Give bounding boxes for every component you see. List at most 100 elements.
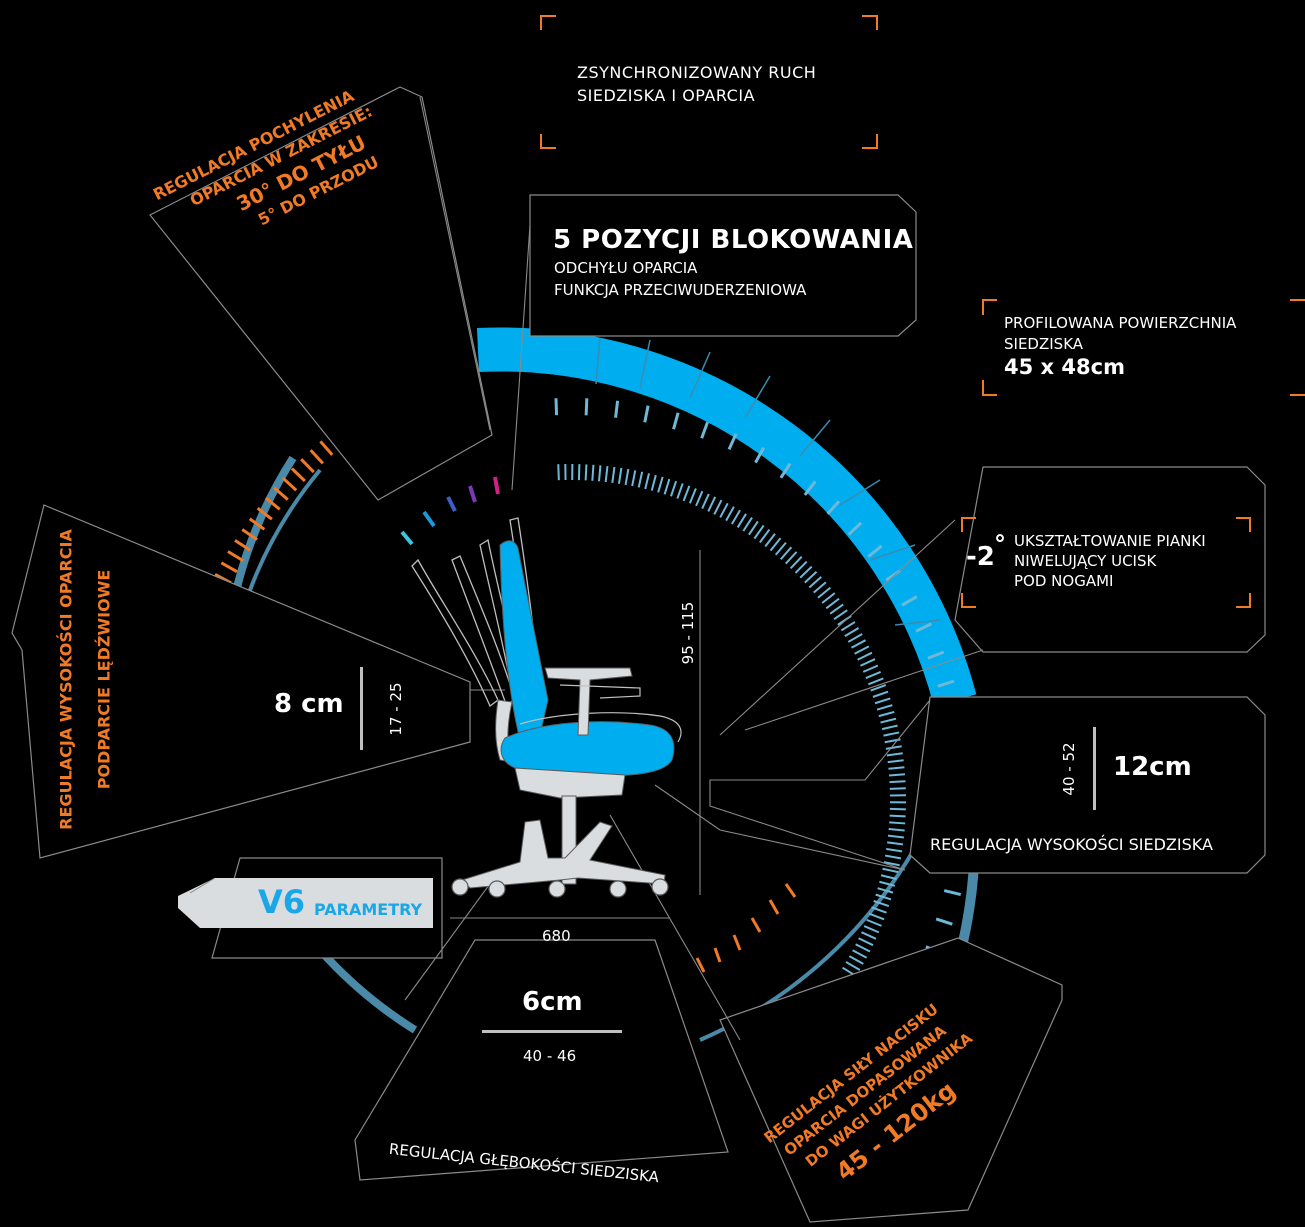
seat-surface-line1: PROFILOWANA POWIERZCHNIA	[1004, 314, 1236, 332]
inner-dash-tick	[558, 464, 559, 480]
tension-tick	[752, 918, 760, 932]
lock-position-tick	[402, 532, 412, 544]
lock-box-line2: FUNKCJA PRZECIWUDERZENIOWA	[554, 281, 806, 299]
orange-scale-tick	[221, 563, 237, 572]
inner-dash-tick	[771, 538, 781, 550]
tension-tick	[734, 935, 740, 950]
lock-position-tick	[448, 497, 455, 511]
orange-scale-tick	[228, 552, 243, 561]
outer-dash-tick	[556, 398, 557, 415]
inner-dash-tick	[830, 604, 843, 613]
inner-dash-tick	[841, 622, 855, 630]
inner-dash-tick	[743, 518, 752, 531]
inner-dash-tick	[887, 753, 903, 755]
seat-height-dim-bar	[1093, 727, 1096, 810]
inner-dash-tick	[879, 712, 894, 716]
inner-dash-tick	[885, 856, 901, 859]
top-box-line1: ZSYNCHRONIZOWANY RUCH	[577, 63, 816, 82]
seat-surface-size: 45 x 48cm	[1004, 355, 1125, 379]
outer-dash-tick	[586, 398, 587, 415]
orange-scale-tick	[283, 478, 296, 490]
inner-dash-tick	[858, 653, 872, 660]
inner-dash-tick	[658, 477, 662, 492]
lock-position-tick	[424, 512, 434, 526]
inner-dash-tick	[619, 468, 621, 484]
inner-dash-tick	[754, 525, 763, 538]
outer-dash-tick	[674, 413, 679, 429]
outer-dash-tick	[944, 891, 961, 895]
tension-tick	[770, 900, 778, 914]
backrest-height-value: 8 cm	[274, 689, 344, 719]
inner-dash-tick	[809, 577, 821, 588]
inner-dash-tick	[848, 634, 862, 642]
inner-dash-tick	[714, 500, 721, 514]
tick-arc-outer	[556, 398, 972, 1034]
tension-tick	[697, 958, 704, 972]
blue-band	[478, 338, 955, 700]
inner-dash-tick	[861, 932, 876, 939]
outer-dash-tick	[936, 919, 952, 924]
inner-dash-tick	[863, 665, 878, 671]
inner-dash-tick	[612, 467, 614, 483]
inner-dash-tick	[889, 774, 905, 775]
inner-dash-tick	[599, 465, 600, 481]
inner-dash-tick	[889, 829, 905, 830]
inner-dash-tick	[886, 849, 902, 851]
lock-position-tick	[495, 477, 498, 494]
foam-line2: NIWELUJĄCY UCISK	[1014, 552, 1156, 570]
inner-dash-tick	[677, 483, 682, 498]
foam-line1: UKSZTAŁTOWANIE PIANKI	[1014, 532, 1206, 550]
inner-dash-tick	[639, 472, 642, 488]
inner-dash-tick	[652, 475, 656, 490]
foam-degree: °	[994, 530, 1006, 558]
top-box-line2: SIEDZISKA I OPARCIA	[577, 86, 755, 105]
badge-text: PARAMETRY	[314, 900, 422, 919]
inner-dash-tick	[645, 473, 649, 489]
top-box-brackets	[541, 16, 877, 148]
orange-scale-tick	[292, 469, 305, 482]
inner-dash-tick	[606, 466, 608, 482]
inner-dash-tick	[760, 530, 769, 543]
inner-dash-tick	[684, 486, 690, 501]
inner-dash-tick	[887, 842, 903, 844]
orange-scale-tick	[320, 441, 332, 455]
inner-dash-tick	[592, 465, 593, 481]
backrest-dim-bar	[360, 667, 363, 750]
seat-height-range: 40 - 52	[1060, 729, 1078, 809]
inner-dash-tick	[883, 732, 899, 735]
inner-dash-tick	[849, 956, 863, 964]
seat-depth-dim-bar	[482, 1030, 622, 1033]
tension-tick	[715, 948, 720, 962]
inner-dash-tick	[875, 698, 890, 703]
orange-scale-tick	[311, 450, 323, 463]
inner-dash-tick	[708, 497, 715, 511]
inner-dash-tick	[890, 781, 906, 782]
tension-ticks	[697, 884, 795, 972]
outer-dash-tick	[702, 422, 708, 438]
seat-height-value: 12cm	[1113, 752, 1192, 782]
inner-dash-tick	[776, 543, 786, 555]
inner-dash-tick	[822, 593, 835, 603]
inner-dash-tick	[864, 926, 879, 932]
inner-dash-tick	[632, 470, 635, 486]
seat-depth-range: 40 - 46	[523, 1047, 576, 1065]
blue-band-arc	[478, 349, 955, 700]
inner-dash-tick	[690, 488, 696, 503]
inner-dash-tick	[814, 582, 826, 592]
inner-dash-tick	[626, 469, 629, 485]
inner-dash-tick	[877, 705, 892, 710]
inner-dash-tick	[805, 572, 817, 583]
lock-position-ticks	[402, 477, 498, 544]
base-width: 680	[542, 927, 571, 945]
badge-model: V6	[258, 883, 305, 921]
inner-dash-tick	[873, 692, 888, 697]
lock-position-tick	[470, 486, 475, 502]
inner-dash-tick	[859, 938, 873, 945]
inner-dash-tick	[586, 464, 587, 480]
inner-dash-tick	[818, 588, 830, 598]
inner-dash-tick	[702, 494, 709, 509]
inner-dash-tick	[867, 920, 882, 926]
inner-dash-tick	[866, 672, 881, 678]
inner-dash-tick	[869, 914, 884, 920]
outer-dash-tick	[645, 406, 648, 423]
